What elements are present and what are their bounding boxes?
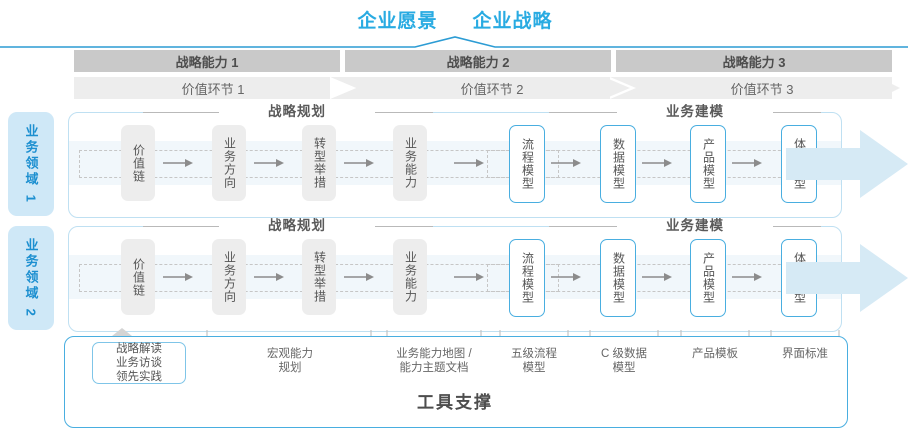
row-2-node-process-model[interactable]: 流程模型: [509, 239, 545, 317]
row-2-section-planning: 战略规划: [219, 219, 375, 233]
capability-bar-1: 战略能力 1: [74, 50, 340, 72]
tool-support-title: 工具支撑: [417, 393, 493, 412]
chevron-separator-1: [330, 77, 356, 99]
row-2-arrow-2: [254, 273, 284, 281]
tool-label-ui-standard: 界面标准: [782, 348, 828, 360]
row-2-node-value-chain[interactable]: 价值链: [121, 239, 155, 315]
row-2-output-arrow-icon: [786, 244, 908, 312]
tool-label-macro-capability: 宏观能力规划: [267, 348, 313, 374]
domain-row-1: 战略规划 业务建模 价值链 业务方向 转型举措 业务能力 流程模型 数据模型 产…: [68, 105, 842, 218]
row-2-arrow-6: [642, 273, 672, 281]
row-1-arrow-6: [642, 159, 672, 167]
value-link-bar-3: 价值环节 3: [632, 77, 892, 99]
domain-row-2: 战略规划 业务建模 价值链 业务方向 转型举措 业务能力 流程模型 数据模型 产…: [68, 219, 842, 332]
row-1-arrow-2: [254, 159, 284, 167]
row-1-arrow-5: [551, 159, 581, 167]
tool-label-process-model: 五级流程模型: [511, 348, 557, 374]
sidebar-item-domain-2[interactable]: 业务领域 2: [8, 226, 54, 330]
row-2-node-product-model[interactable]: 产品模型: [690, 239, 726, 317]
row-2-node-business-capability[interactable]: 业务能力: [393, 239, 427, 315]
row-2-node-transformation[interactable]: 转型举措: [302, 239, 336, 315]
row-1-node-product-model[interactable]: 产品模型: [690, 125, 726, 203]
row-1-node-business-capability[interactable]: 业务能力: [393, 125, 427, 201]
tool-label-product-template: 产品模板: [692, 348, 738, 360]
row-2-node-data-model[interactable]: 数据模型: [600, 239, 636, 317]
row-2-arrow-1: [163, 273, 193, 281]
value-link-end-chevron: [878, 77, 900, 99]
row-1-output-arrow-icon: [786, 130, 908, 198]
chevron-separator-2: [610, 77, 636, 99]
capability-bar-2: 战略能力 2: [345, 50, 611, 72]
sidebar-item-domain-1[interactable]: 业务领域 1: [8, 112, 54, 216]
value-link-bar-1: 价值环节 1: [74, 77, 352, 99]
row-1-arrow-3: [344, 159, 374, 167]
row-1-section-modeling: 业务建模: [617, 105, 773, 119]
tool-support-panel: [64, 336, 848, 428]
tool-label-capability-map: 业务能力地图 /能力主题文档: [396, 348, 472, 374]
row-1-arrow-4: [454, 159, 484, 167]
row-2-arrow-4: [454, 273, 484, 281]
row-1-node-business-direction[interactable]: 业务方向: [212, 125, 246, 201]
row-1-node-process-model[interactable]: 流程模型: [509, 125, 545, 203]
row-1-arrow-1: [163, 159, 193, 167]
row-1-section-planning: 战略规划: [219, 105, 375, 119]
page-title: 企业愿景 企业战略: [0, 6, 910, 33]
row-2-section-modeling: 业务建模: [617, 219, 773, 233]
row-1-arrow-7: [732, 159, 762, 167]
title-vision: 企业愿景: [357, 11, 438, 32]
row-1-node-transformation[interactable]: 转型举措: [302, 125, 336, 201]
row-1-node-value-chain[interactable]: 价值链: [121, 125, 155, 201]
row-2-arrow-5: [551, 273, 581, 281]
capability-bar-3: 战略能力 3: [616, 50, 892, 72]
tool-tag-strategy-interpretation[interactable]: 战略解读业务访谈领先实践: [92, 342, 186, 384]
value-link-bar-2: 价值环节 2: [352, 77, 632, 99]
row-2-arrow-3: [344, 273, 374, 281]
title-peak-line: [0, 36, 908, 48]
row-2-node-business-direction[interactable]: 业务方向: [212, 239, 246, 315]
row-2-arrow-7: [732, 273, 762, 281]
title-strategy: 企业战略: [472, 11, 553, 32]
row-1-node-data-model[interactable]: 数据模型: [600, 125, 636, 203]
tool-label-data-model: C 级数据模型: [601, 348, 647, 374]
